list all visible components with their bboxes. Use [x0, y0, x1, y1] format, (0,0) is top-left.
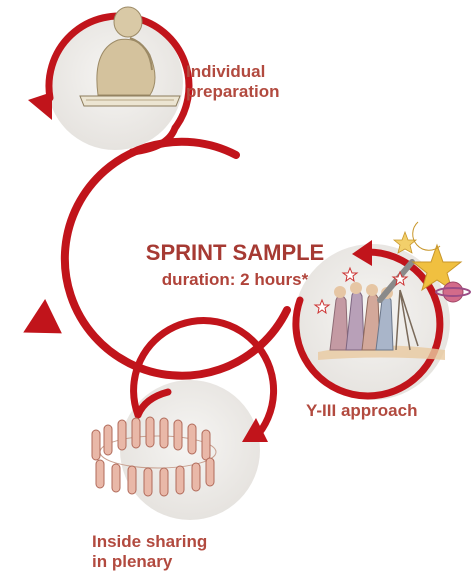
- step-label-line: Individual: [186, 62, 266, 81]
- sharing-cycle-arrow: [130, 317, 278, 442]
- center-title: SPRINT SAMPLE: [145, 240, 325, 265]
- stars-icon: [313, 230, 463, 315]
- step-label-line: in plenary: [92, 552, 173, 572]
- step-label-line: Inside sharing: [92, 532, 208, 551]
- step-label-inside-sharing: Inside sharing in plenary: [92, 532, 207, 573]
- step-label-line: preparation: [186, 82, 280, 102]
- telescope-stargazers-icon: [318, 259, 445, 360]
- people-circle-icon: [91, 416, 217, 497]
- planet-icon: [435, 281, 471, 303]
- thinker-reading-icon: [79, 6, 181, 107]
- step-label-individual-preparation: Individual preparation: [186, 62, 280, 103]
- moon-icon: [412, 221, 441, 251]
- step-label-y3-approach: Y-III approach: [306, 401, 418, 420]
- y3-cycle-arrow: [292, 240, 444, 400]
- center-subtitle: duration: 2 hours*: [161, 270, 309, 289]
